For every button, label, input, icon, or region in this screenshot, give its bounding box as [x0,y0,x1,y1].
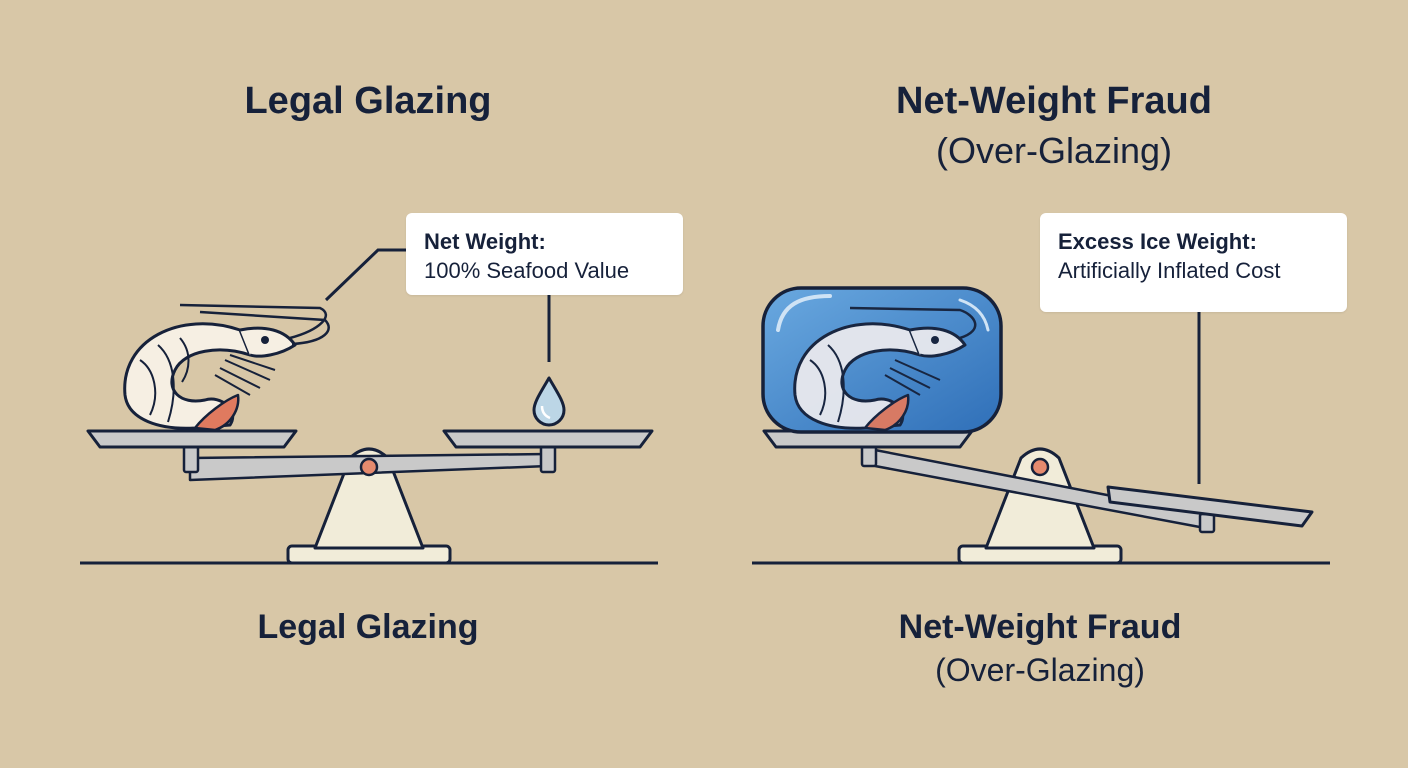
excess-ice-callout: Excess Ice Weight: Artificially Inflated… [1040,213,1347,312]
left-shrimp-icon [123,303,330,432]
left-balance-scale-icon [80,429,658,565]
left-callout-leader [324,248,410,302]
over-glazing-subtitle: (Over-Glazing) [935,130,1173,171]
legal-glazing-title: Legal Glazing [244,80,492,122]
legal-glazing-bottom-title: Legal Glazing [257,608,479,646]
net-weight-fraud-bottom-title: Net-Weight Fraud [898,608,1182,646]
right-balance-scale-icon [752,429,1330,565]
net-weight-callout: Net Weight: 100% Seafood Value [406,213,683,295]
excess-ice-callout-body: Artificially Inflated Cost [1058,258,1281,283]
net-weight-callout-title: Net Weight: [424,229,546,254]
over-glazing-bottom-subtitle: (Over-Glazing) [935,652,1145,688]
legal-glazing-panel: Legal Glazing Net Weight: 100% Seafood V… [244,80,683,646]
net-weight-fraud-title: Net-Weight Fraud [896,80,1212,122]
excess-ice-callout-title: Excess Ice Weight: [1058,229,1257,254]
net-weight-callout-body: 100% Seafood Value [424,258,630,283]
net-weight-fraud-panel: Net-Weight Fraud (Over-Glazing) Excess I… [704,0,1408,768]
right-shrimp-icon [793,306,977,432]
water-drop-icon [532,376,566,427]
